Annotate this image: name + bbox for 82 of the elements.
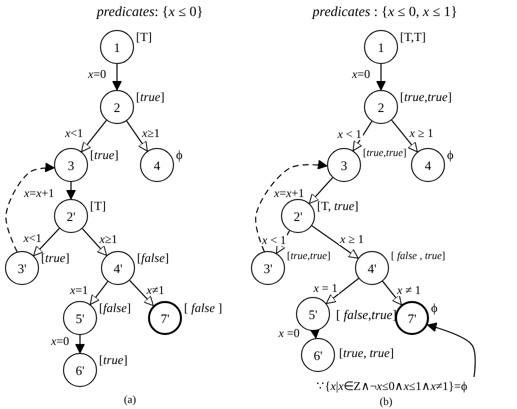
- final-state-circle: 7': [395, 301, 429, 335]
- panel-caption: (a): [124, 395, 136, 406]
- state-annotation: ϕ: [176, 149, 183, 162]
- state-circle: 3: [54, 148, 88, 182]
- predicates-heading: predicates : {x ≤ 0, x ≤ 1}: [312, 6, 458, 20]
- edge-label: x=x+1: [23, 186, 56, 198]
- edge-label: x ≥ 1: [339, 233, 365, 245]
- state-annotation: [ false,true]: [336, 308, 397, 321]
- edge-label: x<1: [64, 127, 84, 139]
- transition-arrow: [310, 328, 320, 339]
- edge-label: x =0: [278, 326, 301, 338]
- state-annotation: [false]: [99, 302, 131, 314]
- edge-label: x < 1: [261, 234, 288, 246]
- edge-label: x ≥ 1: [408, 127, 434, 139]
- final-state-circle: 7': [148, 301, 182, 335]
- panel-caption: (b): [380, 397, 392, 408]
- state-annotation: [true]: [90, 149, 118, 162]
- state-circle: 4: [411, 148, 445, 182]
- transition-arrow: [33, 228, 60, 256]
- edge-label: x<1: [22, 232, 43, 244]
- state-annotation: [T,T]: [400, 31, 426, 44]
- edge-label: x=1: [69, 284, 90, 296]
- edge-label: x=0: [50, 335, 70, 347]
- state-circle: 3: [327, 148, 361, 182]
- transition-arrow: [308, 177, 334, 204]
- state-annotation: [true]: [41, 252, 70, 264]
- back-edge-arrow: [255, 160, 328, 252]
- edge-label: x=0: [87, 68, 108, 80]
- edge-label: x < 1: [336, 128, 363, 140]
- state-circle: 2: [100, 90, 134, 124]
- transition-arrow: [112, 64, 122, 90]
- state-annotation: [T, true]: [317, 200, 358, 212]
- state-annotation: [ false ]: [184, 302, 222, 314]
- state-circle: 5': [63, 301, 97, 335]
- edge-label: x=0: [351, 68, 372, 80]
- state-annotation: [false]: [137, 252, 169, 264]
- state-circle: 6': [63, 353, 97, 387]
- state-circle: 4: [140, 148, 174, 182]
- state-circle: 6': [301, 338, 335, 372]
- state-circle: 4': [101, 251, 135, 285]
- edge-label: x≠1: [146, 284, 166, 296]
- edge-label: x≥1: [98, 233, 118, 245]
- transition-arrow: [382, 280, 402, 306]
- state-circle: 2': [281, 199, 315, 233]
- transition-arrow: [66, 182, 76, 200]
- state-annotation: [T]: [136, 31, 152, 44]
- edge-label: x≥1: [141, 127, 161, 139]
- transition-arrow: [129, 280, 154, 306]
- state-annotation: [true,true]: [400, 91, 452, 104]
- transition-arrow: [391, 120, 418, 152]
- transition-arrow: [90, 281, 108, 305]
- state-annotation: [true]: [136, 91, 164, 104]
- transition-arrow: [326, 278, 359, 304]
- transition-arrow: [427, 322, 476, 378]
- transition-arrow: [81, 120, 107, 152]
- state-circle: 2: [364, 90, 398, 124]
- transition-arrow: [126, 120, 148, 152]
- edge-label: x ≠ 1: [396, 284, 422, 296]
- state-annotation: [true,true]: [363, 149, 406, 160]
- transition-arrow: [82, 228, 108, 256]
- state-annotation: [T]: [90, 200, 106, 212]
- transition-arrow: [376, 64, 386, 90]
- state-annotation: [true,true]: [287, 252, 330, 262]
- state-circle: 3': [5, 251, 39, 285]
- state-circle: 2': [54, 199, 88, 233]
- state-annotation: [ false , true]: [391, 252, 446, 262]
- predicates-heading: predicates: {x ≤ 0}: [96, 6, 204, 20]
- edge-label: x=x+1: [273, 186, 306, 198]
- state-circle: 4': [355, 251, 389, 285]
- edge-label: x = 1: [312, 282, 339, 294]
- back-edge-arrow: [5, 162, 55, 252]
- condition-text: ∵{x|x∈Z∧¬x≤0∧x≤1∧x≠1}=ϕ: [272, 377, 512, 395]
- state-circle: 3': [251, 251, 285, 285]
- transition-arrow: [75, 335, 85, 354]
- transition-arrow: [312, 225, 359, 259]
- state-annotation: ϕ: [447, 149, 454, 162]
- state-annotation: [true]: [99, 354, 128, 366]
- transition-arrow: [352, 121, 372, 152]
- state-annotation: ϕ: [431, 302, 438, 314]
- state-circle: 1: [364, 30, 398, 64]
- state-circle: 1: [100, 30, 134, 64]
- state-annotation: [true, true]: [339, 347, 394, 360]
